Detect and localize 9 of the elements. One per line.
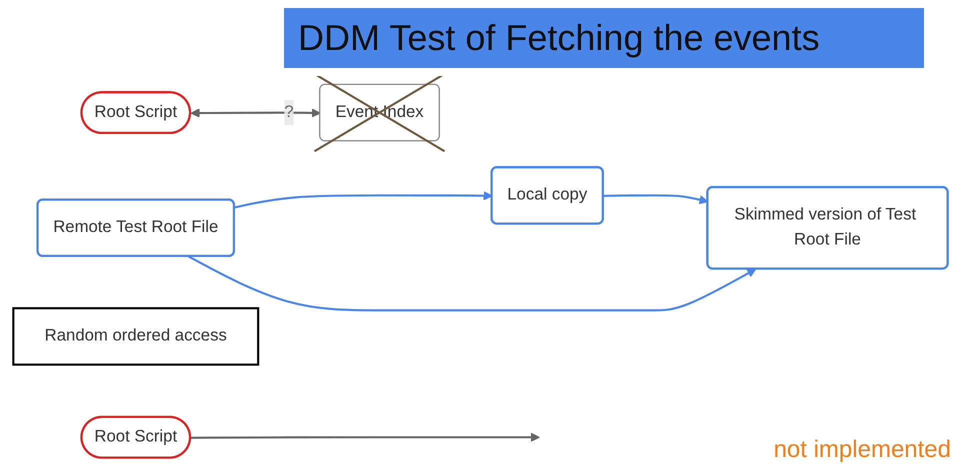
arrow (190, 432, 540, 442)
node-box: Random ordered access (12, 307, 260, 366)
arrow (190, 108, 321, 118)
title-banner: DDM Test of Fetching the events (284, 8, 924, 68)
arrow (234, 191, 493, 209)
edge-label: ? (284, 103, 294, 121)
note-text: not implemented (774, 436, 951, 464)
arrow (603, 194, 708, 204)
arrow (188, 256, 756, 312)
